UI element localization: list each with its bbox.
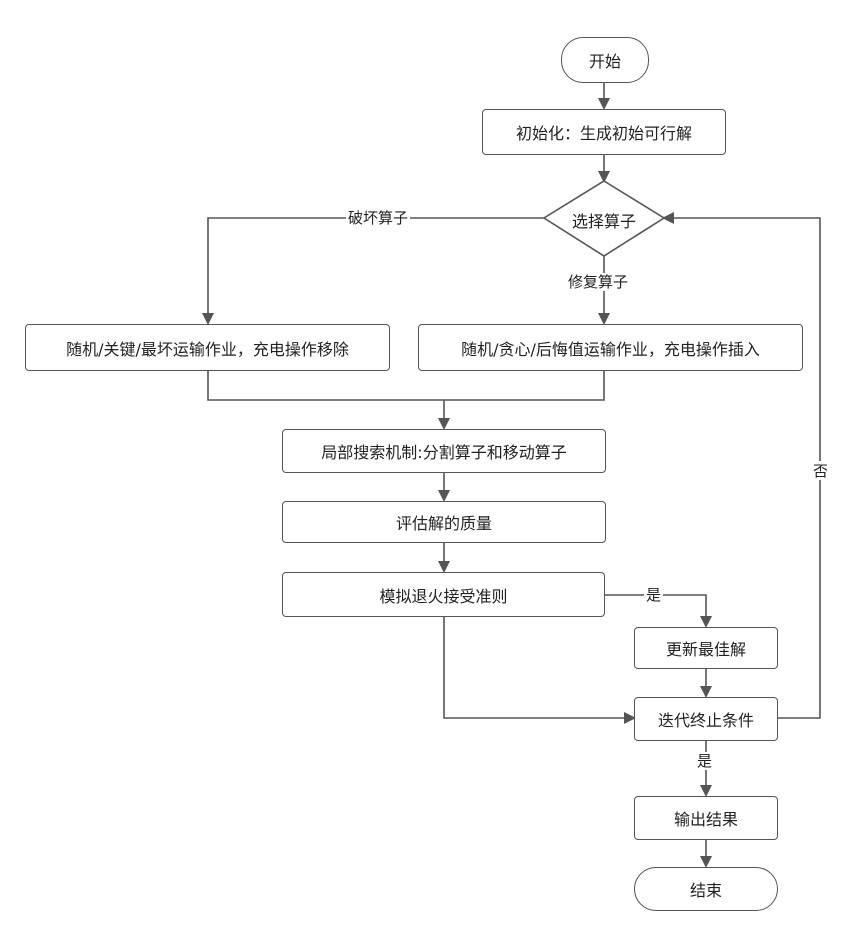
accept-yes-label: 是	[644, 586, 663, 604]
destroy-label: 随机/关键/最坏运输作业，充电操作移除	[66, 336, 349, 360]
init-label: 初始化：生成初始可行解	[516, 120, 692, 144]
termination-no-label: 否	[811, 461, 829, 480]
edge-destroy-merge	[208, 371, 604, 400]
repair-edge-label: 修复算子	[566, 273, 630, 291]
repair-node: 随机/贪心/后悔值运输作业，充电操作插入	[418, 324, 803, 371]
evaluate-node: 评估解的质量	[282, 501, 606, 543]
accept-label: 模拟退火接受准则	[379, 583, 507, 607]
accept-node: 模拟退火接受准则	[282, 572, 605, 617]
init-node: 初始化：生成初始可行解	[482, 109, 726, 155]
termination-yes-label: 是	[695, 752, 714, 770]
termination-node: 迭代终止条件	[634, 697, 778, 741]
output-label: 输出结果	[674, 806, 738, 830]
edge-select-destroy	[208, 218, 546, 323]
update-best-label: 更新最佳解	[666, 636, 746, 660]
evaluate-label: 评估解的质量	[396, 510, 492, 534]
start-label: 开始	[589, 48, 621, 72]
update-best-node: 更新最佳解	[634, 627, 778, 669]
edge-accept-termination	[444, 617, 634, 718]
end-node: 结束	[634, 867, 778, 911]
destroy-node: 随机/关键/最坏运输作业，充电操作移除	[25, 324, 390, 371]
local-search-node: 局部搜索机制:分割算子和移动算子	[282, 429, 606, 473]
destroy-edge-label: 破坏算子	[346, 209, 410, 227]
select-label: 选择算子	[554, 208, 654, 232]
termination-label: 迭代终止条件	[658, 707, 754, 731]
start-node: 开始	[561, 37, 649, 83]
end-label: 结束	[690, 877, 722, 901]
output-node: 输出结果	[634, 796, 778, 840]
repair-label: 随机/贪心/后悔值运输作业，充电操作插入	[461, 336, 760, 360]
local-search-label: 局部搜索机制:分割算子和移动算子	[321, 439, 566, 463]
